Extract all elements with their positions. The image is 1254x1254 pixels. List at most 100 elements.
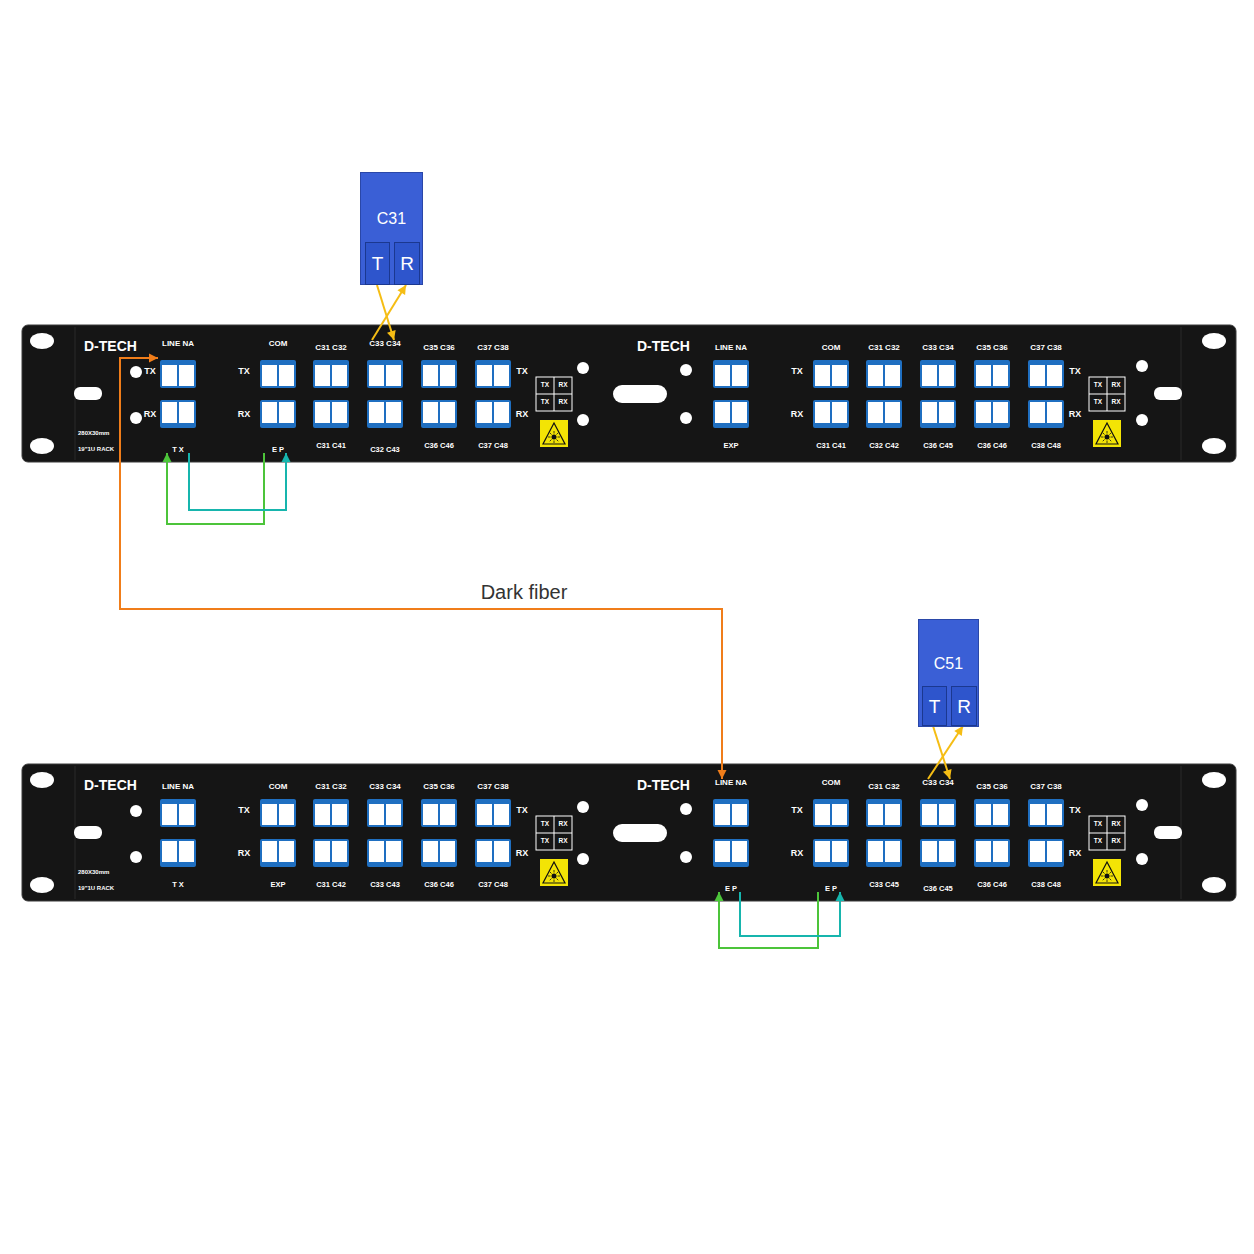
port-socket xyxy=(440,402,455,423)
signal-name: RX xyxy=(238,410,251,419)
laser-ray xyxy=(548,437,551,438)
port-socket xyxy=(179,804,194,825)
port-header: C33 C34 xyxy=(922,344,954,352)
port-divider xyxy=(831,801,832,825)
laser-warning xyxy=(543,862,565,883)
port-frame xyxy=(866,360,902,388)
port-frame xyxy=(713,360,749,388)
port-footer: C38 C48 xyxy=(1031,442,1061,450)
port-socket xyxy=(715,402,730,423)
port-socket xyxy=(477,804,492,825)
port-socket xyxy=(279,841,294,862)
port-header: LINE NA xyxy=(162,340,194,348)
port-socket xyxy=(332,804,347,825)
port-socket xyxy=(832,804,847,825)
arrow-head xyxy=(718,770,727,779)
module-label: R xyxy=(957,697,971,716)
port-divider xyxy=(884,801,885,825)
port-header: COM xyxy=(822,779,841,787)
port-frame xyxy=(866,799,902,827)
port-group: LINE NAE P xyxy=(711,779,751,892)
port-frame xyxy=(866,400,902,428)
transceiver-module: C51TR xyxy=(918,619,979,727)
rack-size-note: 280X30mm xyxy=(78,430,109,436)
mini-grid xyxy=(536,816,572,850)
port-socket xyxy=(262,365,277,386)
signal-name: RX xyxy=(1069,410,1082,419)
port-divider xyxy=(331,362,332,386)
port-socket xyxy=(315,841,330,862)
port-header: C37 C38 xyxy=(1030,344,1062,352)
port-socket xyxy=(162,804,177,825)
port-socket xyxy=(423,365,438,386)
port-divider xyxy=(1046,362,1047,386)
port-socket xyxy=(885,804,900,825)
laser-warning xyxy=(1105,874,1110,879)
port-divider xyxy=(493,362,494,386)
port-footer: C32 C43 xyxy=(370,446,400,454)
signal-name: RX xyxy=(238,849,251,858)
port-header: C35 C36 xyxy=(423,344,455,352)
port-divider xyxy=(178,841,179,865)
port-socket xyxy=(332,402,347,423)
arrow-head xyxy=(149,354,158,363)
port-frame xyxy=(160,799,196,827)
module-label: T xyxy=(929,697,941,716)
port-frame xyxy=(974,360,1010,388)
port-header: COM xyxy=(822,344,841,352)
arrow-head xyxy=(282,453,291,462)
port-frame xyxy=(475,799,511,827)
port-footer: C36 C45 xyxy=(923,885,953,893)
port-divider xyxy=(884,402,885,426)
port-socket xyxy=(494,804,509,825)
port-divider xyxy=(938,841,939,865)
port-divider xyxy=(278,362,279,386)
port-socket xyxy=(922,402,937,423)
port-divider xyxy=(278,402,279,426)
port-socket xyxy=(440,365,455,386)
port-socket xyxy=(423,402,438,423)
port-footer: C36 C46 xyxy=(977,442,1007,450)
mux-module: D-TECHLINE NAE PCOME PC33 C34C36 C45 xyxy=(628,764,1181,901)
port-frame xyxy=(160,839,196,867)
laser-ray xyxy=(1101,876,1104,877)
laser-ray xyxy=(550,878,552,880)
mini-grid xyxy=(1089,394,1125,395)
port-divider xyxy=(992,402,993,426)
port-footer: E P xyxy=(272,446,284,454)
port-divider xyxy=(439,402,440,426)
port-socket xyxy=(885,402,900,423)
port-divider xyxy=(385,801,386,825)
port-socket xyxy=(179,841,194,862)
rack-panel xyxy=(22,764,1236,901)
port-footer: C33 C43 xyxy=(370,881,400,889)
port-socket xyxy=(262,402,277,423)
port-divider xyxy=(1046,801,1047,825)
port-divider xyxy=(439,841,440,865)
port-frame xyxy=(813,360,849,388)
port-frame xyxy=(475,360,511,388)
signal-name: TX xyxy=(144,367,156,376)
port-divider xyxy=(731,841,732,865)
port-socket xyxy=(715,804,730,825)
laser-ray xyxy=(1103,872,1105,874)
port-socket xyxy=(369,841,384,862)
port-header: COM xyxy=(269,340,288,348)
rack-size-note: 280X30mm xyxy=(78,869,109,875)
signal-name: TX xyxy=(1069,367,1081,376)
port-group: C33 C34C36 C45 xyxy=(918,779,958,892)
port-socket xyxy=(922,804,937,825)
fiber-line xyxy=(167,453,264,524)
port-socket xyxy=(162,841,177,862)
laser-warning xyxy=(540,859,568,886)
port-socket xyxy=(976,841,991,862)
port-footer: C37 C48 xyxy=(478,442,508,450)
port-divider xyxy=(493,801,494,825)
port-header: C35 C36 xyxy=(976,783,1008,791)
laser-warning xyxy=(1093,420,1121,447)
port-frame xyxy=(367,799,403,827)
port-frame xyxy=(1028,400,1064,428)
signal-name: RX xyxy=(1111,821,1120,828)
mini-grid xyxy=(536,377,572,411)
